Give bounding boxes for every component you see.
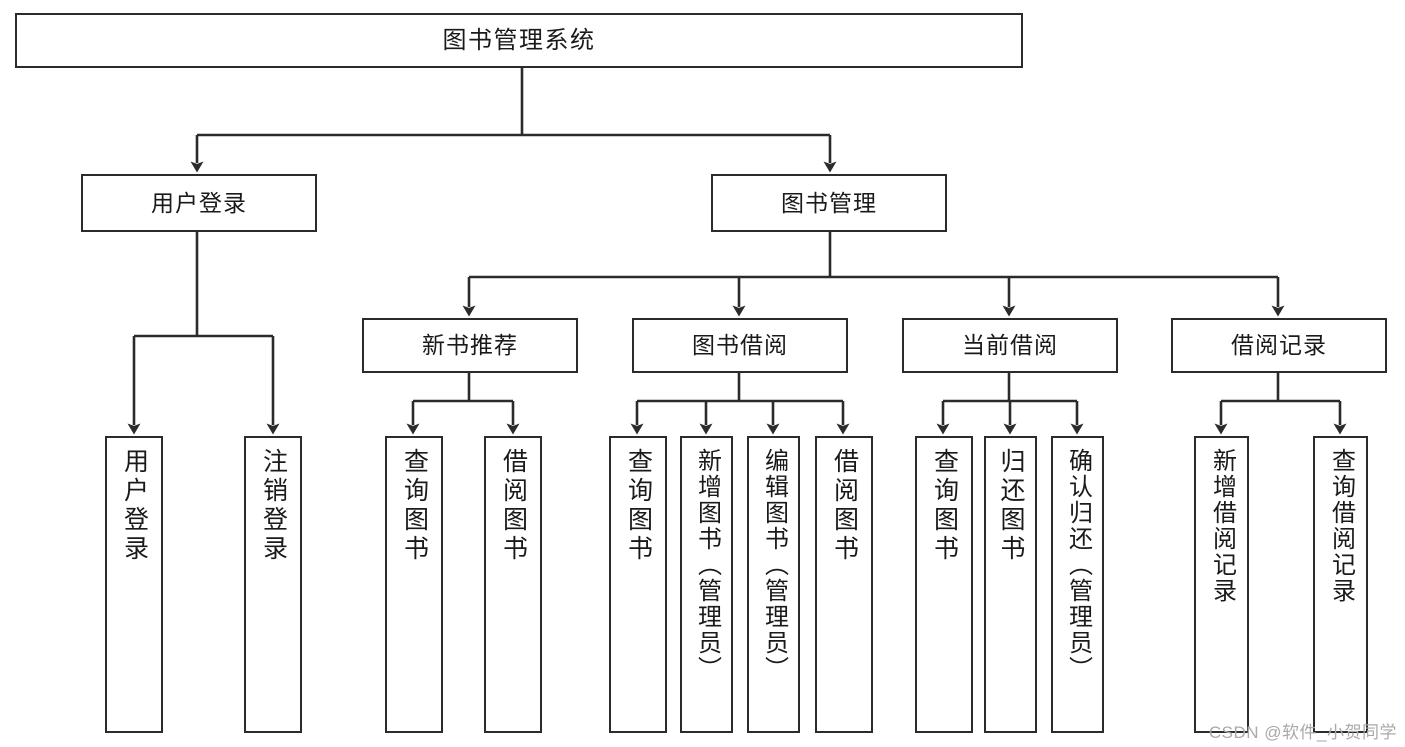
node-label: 编辑图书（管理员） [760,448,788,682]
node-current-borrow[interactable]: 当前借阅 [902,318,1118,373]
node-label: 确认归还（管理员） [1064,448,1092,682]
node-leaf-confirm-return-admin[interactable]: 确认归还（管理员） [1051,436,1104,733]
node-label: 查询图书 [930,448,959,564]
node-root-book-management-system[interactable]: 图书管理系统 [15,13,1023,68]
node-new-book-recommend[interactable]: 新书推荐 [362,318,578,373]
node-leaf-query-borrow-record[interactable]: 查询借阅记录 [1313,436,1368,733]
node-leaf-edit-book-admin[interactable]: 编辑图书（管理员） [747,436,800,733]
node-book-borrow[interactable]: 图书借阅 [632,318,848,373]
node-label: 新书推荐 [422,332,518,359]
node-label: 用户登录 [120,448,149,564]
node-label: 归还图书 [997,448,1025,564]
node-label: 借阅图书 [830,448,859,564]
node-leaf-query-book-current[interactable]: 查询图书 [915,436,973,733]
node-label: 用户登录 [151,189,247,216]
node-leaf-add-borrow-record[interactable]: 新增借阅记录 [1194,436,1249,733]
node-user-login[interactable]: 用户登录 [81,174,317,232]
node-label: 新增图书（管理员） [693,448,721,682]
node-leaf-borrow-book-recommend[interactable]: 借阅图书 [484,436,542,733]
node-label: 借阅记录 [1231,332,1327,359]
node-label: 新增借阅记录 [1208,448,1236,604]
node-label: 图书管理系统 [442,26,596,54]
node-leaf-borrow-book[interactable]: 借阅图书 [815,436,873,733]
csdn-watermark: CSDN @软件_小贺同学 [1208,723,1397,742]
node-book-management[interactable]: 图书管理 [711,174,947,232]
node-leaf-query-book-borrow[interactable]: 查询图书 [609,436,667,733]
node-leaf-logout[interactable]: 注销登录 [244,436,302,733]
node-label: 查询图书 [624,448,653,564]
node-leaf-user-login[interactable]: 用户登录 [105,436,163,733]
node-borrow-record[interactable]: 借阅记录 [1171,318,1387,373]
node-label: 借阅图书 [499,448,528,564]
node-leaf-add-book-admin[interactable]: 新增图书（管理员） [680,436,733,733]
node-label: 当前借阅 [962,332,1058,359]
node-label: 图书借阅 [692,332,788,359]
node-label: 查询借阅记录 [1327,448,1355,604]
node-leaf-return-book[interactable]: 归还图书 [984,436,1037,733]
node-label: 查询图书 [400,448,429,564]
node-label: 注销登录 [259,448,288,564]
node-leaf-query-book-recommend[interactable]: 查询图书 [385,436,443,733]
node-label: 图书管理 [781,189,877,216]
